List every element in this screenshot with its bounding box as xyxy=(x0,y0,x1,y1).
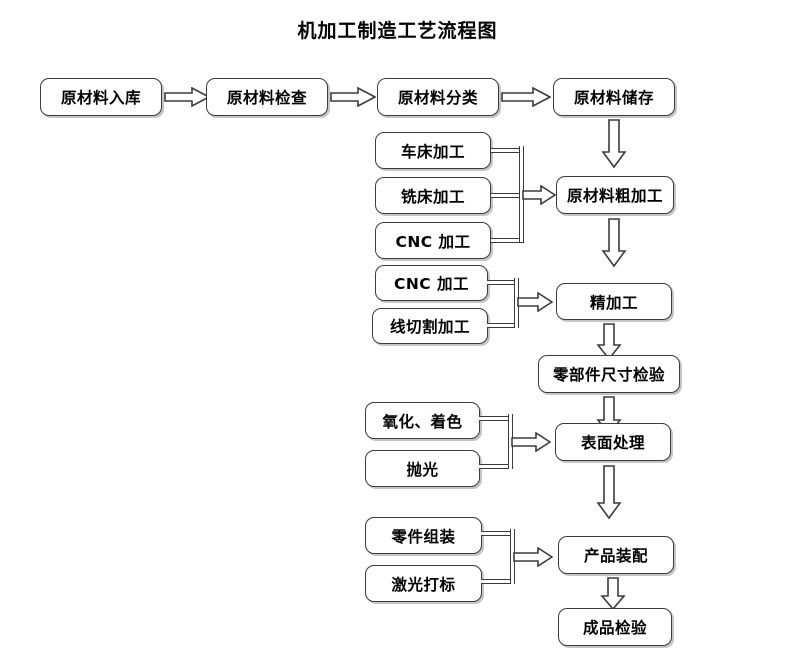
arrow-rough-merge-to-node xyxy=(522,185,556,205)
node-label: 原材料检查 xyxy=(226,89,307,107)
node-label: 车床加工 xyxy=(400,142,465,161)
node-label: 原材料分类 xyxy=(397,89,478,107)
node-surface-treatment[interactable]: 表面处理 xyxy=(555,423,671,461)
node-part-assembly[interactable]: 零件组装 xyxy=(365,517,482,554)
bus-oxidize-branch xyxy=(479,416,512,421)
bus-part-assembly-branch xyxy=(481,531,514,536)
node-fine-machining[interactable]: 精加工 xyxy=(556,283,672,320)
arrow-product-assembly-to-final-inspection xyxy=(600,577,626,611)
node-oxidize-coloring[interactable]: 氧化、着色 xyxy=(365,402,480,439)
node-label: 产品装配 xyxy=(583,547,648,565)
arrow-finish-to-dimension-check xyxy=(596,323,622,361)
arrow-inspect-to-sort xyxy=(330,87,376,107)
node-label: 表面处理 xyxy=(580,434,645,452)
node-label: 成品检验 xyxy=(582,619,647,637)
node-label: 抛光 xyxy=(406,460,439,479)
bus-wirecut-branch xyxy=(487,323,518,328)
arrow-surface-to-product-assembly xyxy=(596,465,622,520)
node-label: 原材料储存 xyxy=(573,89,654,107)
node-raw-material-rough-machining[interactable]: 原材料粗加工 xyxy=(556,176,674,214)
bus-mill-branch xyxy=(491,193,524,198)
node-label: 氧化、着色 xyxy=(382,412,463,431)
arrow-finish-merge-to-node xyxy=(517,292,553,312)
arrow-store-to-rough xyxy=(601,119,627,169)
page-title: 机加工制造工艺流程图 xyxy=(297,20,498,42)
arrow-assembly-merge-to-node xyxy=(513,547,553,567)
node-product-assembly[interactable]: 产品装配 xyxy=(558,536,674,574)
node-lathe-machining[interactable]: 车床加工 xyxy=(375,132,491,169)
node-part-dimension-inspection[interactable]: 零部件尺寸检验 xyxy=(538,355,680,393)
node-label: 零件组装 xyxy=(391,527,456,546)
node-raw-material-storage[interactable]: 原材料储存 xyxy=(553,78,675,116)
bus-cnc2-branch xyxy=(487,280,518,285)
node-label: 铣床加工 xyxy=(400,187,465,206)
arrow-surface-merge-to-node xyxy=(511,432,551,452)
node-wire-cutting[interactable]: 线切割加工 xyxy=(372,308,488,344)
node-cnc-machining-rough[interactable]: CNC 加工 xyxy=(375,222,491,259)
bus-cnc1-branch xyxy=(491,238,524,243)
bus-laser-branch xyxy=(481,579,514,584)
node-label: CNC 加工 xyxy=(395,232,471,251)
node-raw-material-sorting[interactable]: 原材料分类 xyxy=(377,78,499,116)
node-label: 原材料入库 xyxy=(60,89,141,107)
node-label: 零部件尺寸检验 xyxy=(552,366,665,384)
arrow-intake-to-inspect xyxy=(164,87,210,107)
node-raw-material-intake[interactable]: 原材料入库 xyxy=(40,78,162,116)
node-label: 原材料粗加工 xyxy=(566,187,663,205)
node-raw-material-inspection[interactable]: 原材料检查 xyxy=(206,78,328,116)
node-laser-marking[interactable]: 激光打标 xyxy=(365,565,482,602)
node-polishing[interactable]: 抛光 xyxy=(365,450,480,487)
node-milling-machining[interactable]: 铣床加工 xyxy=(375,177,491,214)
node-cnc-machining-fine[interactable]: CNC 加工 xyxy=(375,265,488,301)
arrow-sort-to-store xyxy=(501,87,551,107)
node-label: 线切割加工 xyxy=(389,318,470,336)
node-label: 精加工 xyxy=(589,293,638,312)
arrow-rough-to-finish xyxy=(601,218,627,268)
bus-lathe-branch xyxy=(491,148,524,153)
node-label: CNC 加工 xyxy=(393,275,470,293)
bus-polish-branch xyxy=(479,464,512,469)
node-final-product-inspection[interactable]: 成品检验 xyxy=(558,608,672,646)
node-label: 激光打标 xyxy=(391,575,456,594)
